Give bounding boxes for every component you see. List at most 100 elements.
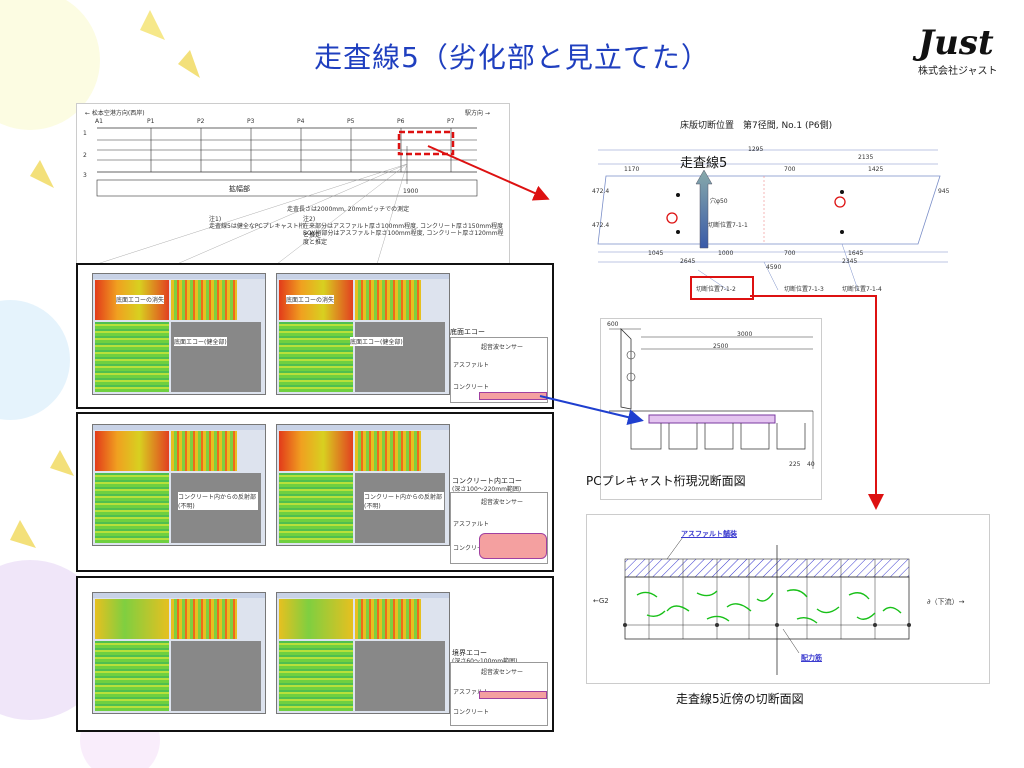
plan-note-length: 走査長さは2000mm, 20mmピッチでの測定 xyxy=(287,206,410,213)
scan-line-5-label: 走査線5 xyxy=(680,156,728,171)
plan-drawing: ← 松本空港方向(西岸) 駅方向 → A1 P1 P2 P3 P4 P5 P6 … xyxy=(76,103,510,265)
plan-col-a1: A1 xyxy=(95,118,103,125)
plan-col-p3: P3 xyxy=(247,118,255,125)
dim-bot-3: 1645 xyxy=(848,250,864,257)
scan-row-1: 底面エコーの消失 底面エコー(健全部) 底面エコーの消失 底面エコー(健全部) … xyxy=(76,263,554,409)
cut-highlight: 切断位置7-1-2 xyxy=(690,276,754,300)
cut-plan-drawing xyxy=(597,149,948,291)
r2-label-b: コンクリート内からの反射部(不明) xyxy=(364,492,444,510)
scan-screen-1b xyxy=(276,273,450,395)
dim-bot-6: 2345 xyxy=(842,258,858,265)
dim-top-0: 1170 xyxy=(624,166,640,173)
dim-bot-5: 4590 xyxy=(766,264,782,271)
sec-dim-0: 600 xyxy=(607,321,619,328)
sec-dim-4: 40 xyxy=(807,461,815,468)
r1-asphalt: アスファルト xyxy=(453,362,490,369)
r2-sensor: 超音波センサー xyxy=(481,499,524,506)
cut-plan: 床版切断位置 第7径間, No.1 (P6側) 走査線5 穴φ50 1170 7… xyxy=(588,110,968,310)
plan-right-label: 駅方向 → xyxy=(465,110,490,117)
plan-col-p5: P5 xyxy=(347,118,355,125)
arrow-plan-to-cut xyxy=(427,145,550,201)
plan-note2-head: 注2) xyxy=(303,216,316,223)
plan-col-p1: P1 xyxy=(147,118,155,125)
cut-section: アスファルト舗装 配力筋 ←G2 ∂（下流）→ xyxy=(586,514,990,684)
page-title: 走査線5（劣化部と見立てた） xyxy=(314,41,710,74)
scan-row-2: コンクリート内からの反射部(不明) コンクリート内からの反射部(不明) コンクリ… xyxy=(76,412,554,572)
r1-label-d: 底面エコー(健全部) xyxy=(350,337,403,346)
scan-screen-3b xyxy=(276,592,450,714)
r3-concrete: コンクリート xyxy=(453,709,490,716)
cut-section-drawing xyxy=(623,536,911,675)
girder-section: 600 3000 2500 225 40 xyxy=(600,318,822,500)
r1-legend-title: 底面エコー xyxy=(450,328,485,336)
plan-widening: 拡幅部 xyxy=(229,185,250,193)
r2-asphalt: アスファルト xyxy=(453,521,490,528)
sec-dim-2: 2500 xyxy=(713,343,729,350)
cut-label-3: 切断位置7-1-3 xyxy=(784,286,824,293)
sec-dim-1: 3000 xyxy=(737,331,753,338)
sec-dim-3: 225 xyxy=(789,461,801,468)
company-logo: Just 株式会社ジャスト xyxy=(918,24,998,77)
plan-grid xyxy=(96,127,478,264)
arrow-legend-to-girder xyxy=(539,395,644,425)
plan-note1-head: 注1) xyxy=(209,216,222,223)
r2-legend-sub: (深さ100〜220mm範囲) xyxy=(452,486,522,493)
plan-row-3: 3 xyxy=(83,172,87,179)
side-1: 945 xyxy=(938,188,950,195)
r3-legend: 超音波センサー アスファルト コンクリート xyxy=(450,662,548,726)
side-2: 472.4 xyxy=(592,222,610,229)
r2-legend-title: コンクリート内エコー xyxy=(452,477,522,485)
plan-dim: 1900 xyxy=(403,188,419,195)
cut-right-label: ∂（下流）→ xyxy=(927,598,965,606)
r1-label-a: 底面エコーの消失 xyxy=(116,295,165,304)
plan-note2b: BOX桁部分はアスファルト厚さ100mm程度, コンクリート厚さ120mm程度と… xyxy=(303,230,504,246)
rebar-label: 配力筋 xyxy=(801,654,822,662)
plan-col-p7: P7 xyxy=(447,118,455,125)
dim-top-1: 700 xyxy=(784,166,796,173)
dim-bot-1: 1000 xyxy=(718,250,734,257)
arrow-cut-to-section xyxy=(750,295,884,510)
scan-screen-3a xyxy=(92,592,266,714)
dim-bot-0: 1045 xyxy=(648,250,664,257)
plan-row-1: 1 xyxy=(83,130,87,137)
cut-section-caption: 走査線5近傍の切断面図 xyxy=(676,692,804,706)
cut-label-1: 切断位置7-1-1 xyxy=(708,222,748,229)
plan-left-label: ← 松本空港方向(西岸) xyxy=(85,110,145,117)
r2-legend: 超音波センサー アスファルト コンクリート xyxy=(450,492,548,564)
dim-top-3: 2135 xyxy=(858,154,874,161)
dim-top-2: 1425 xyxy=(868,166,884,173)
r3-sensor: 超音波センサー xyxy=(481,669,524,676)
girder-section-caption: PCプレキャスト桁現況断面図 xyxy=(586,474,746,488)
r1-legend: 超音波センサー アスファルト コンクリート xyxy=(450,337,548,403)
r1-sensor: 超音波センサー xyxy=(481,344,524,351)
logo-main: Just xyxy=(918,23,994,63)
scan-screen-2a xyxy=(92,424,266,546)
r2-concrete: コンクリート xyxy=(453,545,490,552)
hole-label: 穴φ50 xyxy=(710,198,728,205)
r1-label-b: 底面エコー(健全部) xyxy=(174,337,227,346)
logo-sub: 株式会社ジャスト xyxy=(918,66,998,77)
cut-label-4: 切断位置7-1-4 xyxy=(842,286,882,293)
cut-label-2: 切断位置7-1-2 xyxy=(696,286,736,293)
scan-screen-1a xyxy=(92,273,266,395)
plan-col-p4: P4 xyxy=(297,118,305,125)
plan-col-p2: P2 xyxy=(197,118,205,125)
plan-note2a: 在来部分はアスファルト厚さ100mm程度, コンクリート厚さ150mm程度と推定 xyxy=(303,223,504,239)
plan-col-p6: P6 xyxy=(397,118,405,125)
dim-bot-4: 2645 xyxy=(680,258,696,265)
r3-legend-sub: (深さ60〜100mm範囲) xyxy=(452,656,517,665)
scan-row-3: 境界エコー (深さ60〜100mm範囲) 超音波センサー アスファルト コンクリ… xyxy=(76,576,554,732)
asphalt-pavement-label: アスファルト舗装 xyxy=(681,530,737,538)
r1-concrete: コンクリート xyxy=(453,384,490,391)
plan-note1: 走査線5は健全なPCプレキャスト桁 xyxy=(209,223,305,230)
plan-row-2: 2 xyxy=(83,152,87,159)
side-0: 472.4 xyxy=(592,188,610,195)
r2-label-a: コンクリート内からの反射部(不明) xyxy=(178,492,258,510)
dim-top-4: 1295 xyxy=(748,146,764,153)
r1-label-c: 底面エコーの消失 xyxy=(286,295,335,304)
r3-asphalt: アスファルト xyxy=(453,689,490,696)
cut-plan-title: 床版切断位置 第7径間, No.1 (P6側) xyxy=(680,121,833,131)
r3-legend-title: 境界エコー xyxy=(452,649,487,657)
dim-bot-2: 700 xyxy=(784,250,796,257)
